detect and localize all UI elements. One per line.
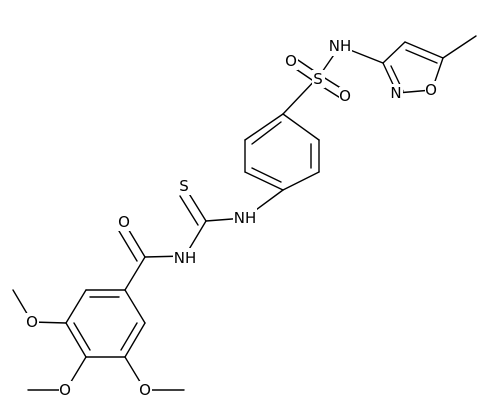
bond-b6-inner (251, 121, 282, 145)
bond-b6 (244, 113, 284, 141)
atom-s-thiocarbonyl: S (178, 177, 191, 195)
atom-s-sulfonyl: S (312, 70, 325, 88)
bond-c-ring2 (124, 256, 146, 291)
atom-nh-amide: NH (173, 248, 197, 268)
bond-c5-c4-inner (405, 49, 438, 64)
bond-r3-inner (73, 322, 91, 351)
bond-r2 (65, 289, 87, 324)
bond-c-s-thio1 (187, 191, 207, 222)
bond-methyl (442, 35, 477, 59)
bond-r3 (65, 322, 87, 358)
bond-b4 (244, 171, 284, 191)
atom-nh-thiourea: NH (233, 208, 257, 228)
atom-o-carbonyl: O (118, 213, 131, 231)
bond-c5-c4 (404, 41, 444, 59)
bond-b3 (282, 171, 320, 191)
bond-c-s-thio2 (179, 195, 199, 226)
atom-label: S (179, 177, 189, 195)
atom-label: O (285, 52, 297, 70)
bond-c4-c3 (382, 41, 406, 64)
atom-o-sulfonyl-left: O (285, 52, 298, 70)
atom-label: O (339, 87, 351, 105)
atom-o-methoxy-top: O (26, 313, 39, 331)
atom-o-methoxy-bottom: O (139, 381, 152, 399)
bond-c-o-carbonyl2 (118, 230, 138, 262)
atom-labels: NH O S O N O S NH (26, 36, 438, 399)
atom-label: O (139, 381, 151, 399)
bond-c-o-carbonyl1 (126, 226, 146, 258)
atom-nh-sulfonamide: NH (328, 36, 352, 56)
atom-n-isoxazole: N (390, 84, 403, 102)
atom-label: NH (329, 37, 352, 55)
atom-o-isoxazole: O (425, 81, 438, 99)
atom-label: O (26, 313, 38, 331)
atom-label: O (59, 381, 71, 399)
atom-label: NH (234, 209, 257, 227)
bond-r6 (124, 289, 146, 324)
atom-label: O (118, 213, 130, 231)
bond-b4-inner (251, 167, 282, 183)
bond-r5 (124, 322, 146, 358)
atom-label: O (425, 81, 437, 99)
atom-label: S (313, 70, 323, 88)
atom-label: N (390, 84, 401, 102)
bond-r5-inner (120, 322, 138, 351)
bond-b1 (282, 113, 320, 141)
atom-o-methoxy-mid: O (59, 381, 72, 399)
atom-o-sulfonyl-right: O (339, 87, 352, 105)
atom-label: NH (174, 249, 197, 267)
